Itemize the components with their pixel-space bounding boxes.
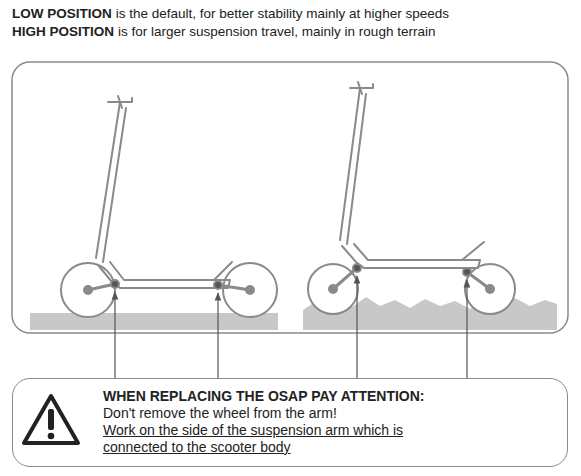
warning-instruction: Work on the side of the suspension arm w…	[103, 422, 453, 456]
warning-box: WHEN REPLACING THE OSAP PAY ATTENTION:Do…	[12, 378, 568, 467]
description-line: HIGH POSITION is for larger suspension tr…	[12, 24, 435, 39]
mode-description: is the default, for better stability mai…	[116, 6, 449, 21]
scooter-low	[61, 96, 277, 317]
description-line: LOW POSITION is the default, for better s…	[12, 6, 449, 21]
warning-instruction: Don't remove the wheel from the arm!	[103, 405, 453, 422]
mode-name: LOW POSITION	[12, 6, 112, 21]
illustration-panel	[12, 62, 568, 333]
scooter-high	[308, 82, 515, 314]
mode-name: HIGH POSITION	[12, 24, 114, 39]
warning-icon	[24, 396, 78, 443]
warning-heading: WHEN REPLACING THE OSAP PAY ATTENTION:	[103, 388, 453, 405]
leader-lines	[115, 276, 467, 378]
mode-description: is for larger suspension travel, mainly …	[118, 24, 435, 39]
